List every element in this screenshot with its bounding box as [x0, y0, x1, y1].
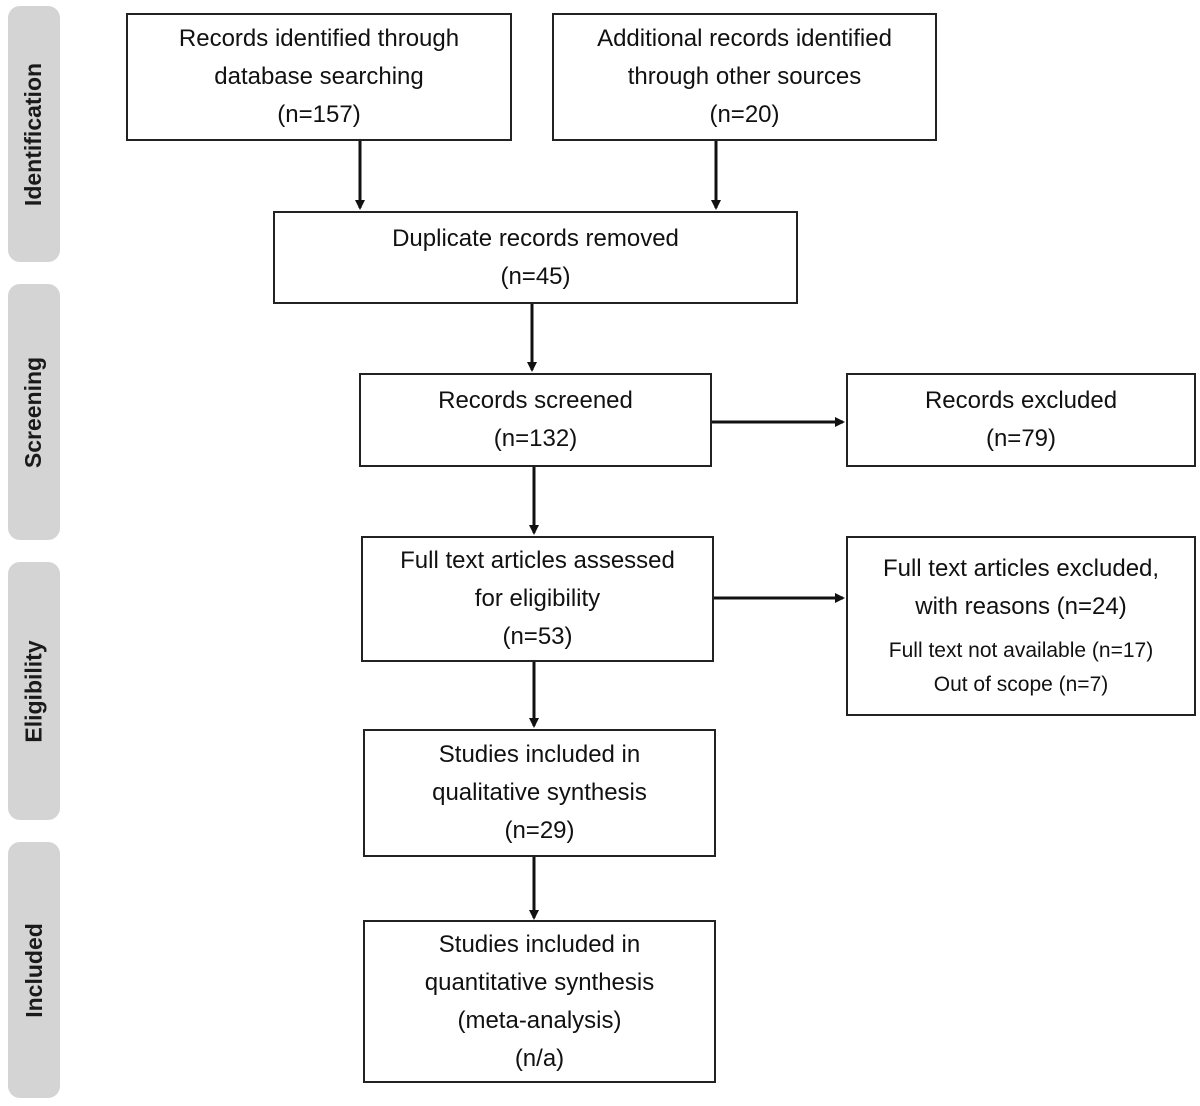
fulltext-excluded-line2: with reasons (n=24): [915, 593, 1127, 620]
other-sources-line1: Additional records identified: [597, 25, 892, 52]
box-qualitative-synthesis: Studies included in qualitative synthesi…: [363, 729, 716, 857]
box-other-sources: Additional records identified through ot…: [552, 13, 937, 141]
database-line2: database searching: [214, 63, 424, 90]
stage-included: Included: [8, 842, 60, 1098]
other-sources-count: (n=20): [709, 101, 780, 128]
quantitative-count: (n/a): [514, 1044, 565, 1072]
quantitative-line1: Studies included in: [438, 930, 641, 958]
fulltext-excluded-reason2: Out of scope (n=7): [933, 673, 1109, 696]
fulltext-line1: Full text articles assessed: [400, 547, 675, 574]
stage-identification: Identification: [8, 6, 60, 262]
box-fulltext-assessed: Full text articles assessed for eligibil…: [361, 536, 714, 662]
stage-eligibility: Eligibility: [8, 562, 60, 820]
screened-count: (n=132): [493, 425, 578, 452]
duplicates-count: (n=45): [500, 262, 571, 290]
excluded-count: (n=79): [985, 425, 1057, 452]
screened-line1: Records screened: [438, 387, 633, 414]
box-records-screened: Records screened (n=132): [359, 373, 712, 467]
box-quantitative-synthesis: Studies included in quantitative synthes…: [363, 920, 716, 1083]
qualitative-line2: qualitative synthesis: [432, 779, 647, 806]
other-sources-line2: through other sources: [627, 63, 862, 90]
stage-screening: Screening: [8, 284, 60, 540]
quantitative-line3: (meta-analysis): [457, 1006, 622, 1034]
database-line1: Records identified through: [178, 25, 460, 52]
duplicates-line1: Duplicate records removed: [392, 224, 679, 252]
excluded-line1: Records excluded: [924, 387, 1118, 414]
qualitative-count: (n=29): [504, 817, 575, 844]
fulltext-excluded-line1: Full text articles excluded,: [882, 555, 1160, 582]
box-fulltext-excluded: Full text articles excluded, with reason…: [846, 536, 1196, 716]
box-database-records: Records identified through database sear…: [126, 13, 512, 141]
fulltext-line2: for eligibility: [474, 585, 601, 612]
box-records-excluded: Records excluded (n=79): [846, 373, 1196, 467]
fulltext-excluded-reason1: Full text not available (n=17): [888, 639, 1154, 662]
fulltext-count: (n=53): [502, 623, 573, 650]
database-count: (n=157): [277, 101, 361, 128]
qualitative-line1: Studies included in: [438, 741, 641, 768]
box-duplicates-removed: Duplicate records removed (n=45): [273, 211, 798, 304]
quantitative-line2: quantitative synthesis: [424, 968, 655, 996]
